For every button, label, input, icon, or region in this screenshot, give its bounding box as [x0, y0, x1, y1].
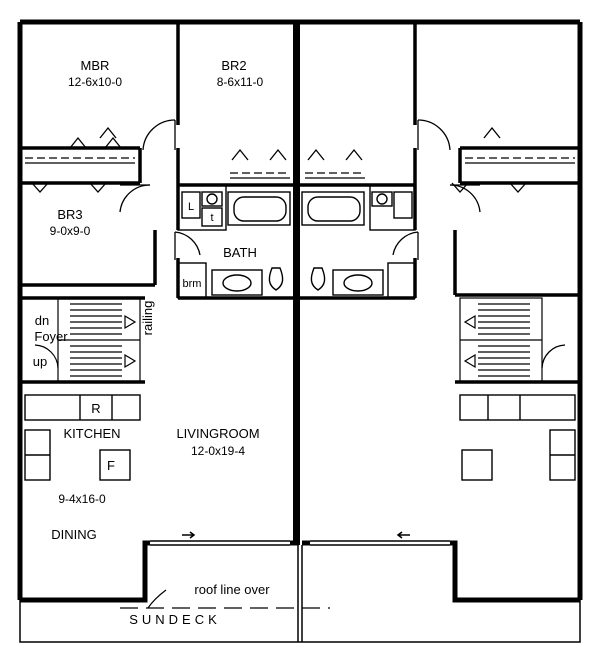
left-door-swings: [119, 119, 201, 260]
left-bath-fixtures: [177, 184, 291, 299]
right-closet-shelves: [305, 157, 575, 179]
room-name-mbr: MBR: [81, 58, 110, 73]
refrigerator-label: R: [91, 401, 100, 416]
railing-label: railing: [140, 301, 155, 336]
left-kitchen-counters: [24, 394, 141, 481]
closet-bifold-doors: [31, 126, 527, 193]
room-size-mbr: 12-6x10-0: [68, 75, 122, 89]
left-stairs: [34, 297, 141, 383]
room-name-foyer: Foyer: [34, 329, 68, 344]
right-interior-walls: [300, 22, 580, 384]
roof-line-leader: [147, 589, 167, 609]
room-name-br3: BR3: [57, 207, 82, 222]
sliding-door-marks: [150, 531, 450, 546]
freezer-label: F: [107, 458, 115, 473]
right-door-swings: [392, 119, 566, 369]
party-wall: [293, 22, 300, 545]
right-stairs: [459, 297, 543, 383]
room-name-dining: DINING: [51, 527, 97, 542]
room-size-br2: 8-6x11-0: [217, 75, 264, 89]
room-name-living: LIVINGROOM: [176, 426, 259, 441]
room-size-kitchen: 9-4x16-0: [58, 492, 106, 506]
linen-label: L: [188, 201, 194, 213]
stair-down-label: dn: [35, 313, 49, 328]
room-name-br2: BR2: [221, 58, 246, 73]
right-bath-fixtures: [301, 184, 416, 299]
sundeck-outline: [19, 545, 581, 643]
sundeck-label: SUNDECK: [129, 612, 221, 627]
broom-label: brm: [183, 278, 202, 290]
lower-exterior-wall: [20, 540, 580, 603]
roof-line-label: roof line over: [194, 582, 270, 597]
room-size-br3: 9-0x9-0: [50, 224, 91, 238]
room-size-living: 12-0x19-4: [191, 444, 245, 458]
tub-label: t: [210, 212, 213, 224]
left-closet-shelves: [25, 157, 290, 179]
room-name-kitchen: KITCHEN: [63, 426, 120, 441]
stair-up-label: up: [33, 354, 47, 369]
room-name-bath: BATH: [223, 245, 257, 260]
right-kitchen-counters: [459, 394, 576, 481]
